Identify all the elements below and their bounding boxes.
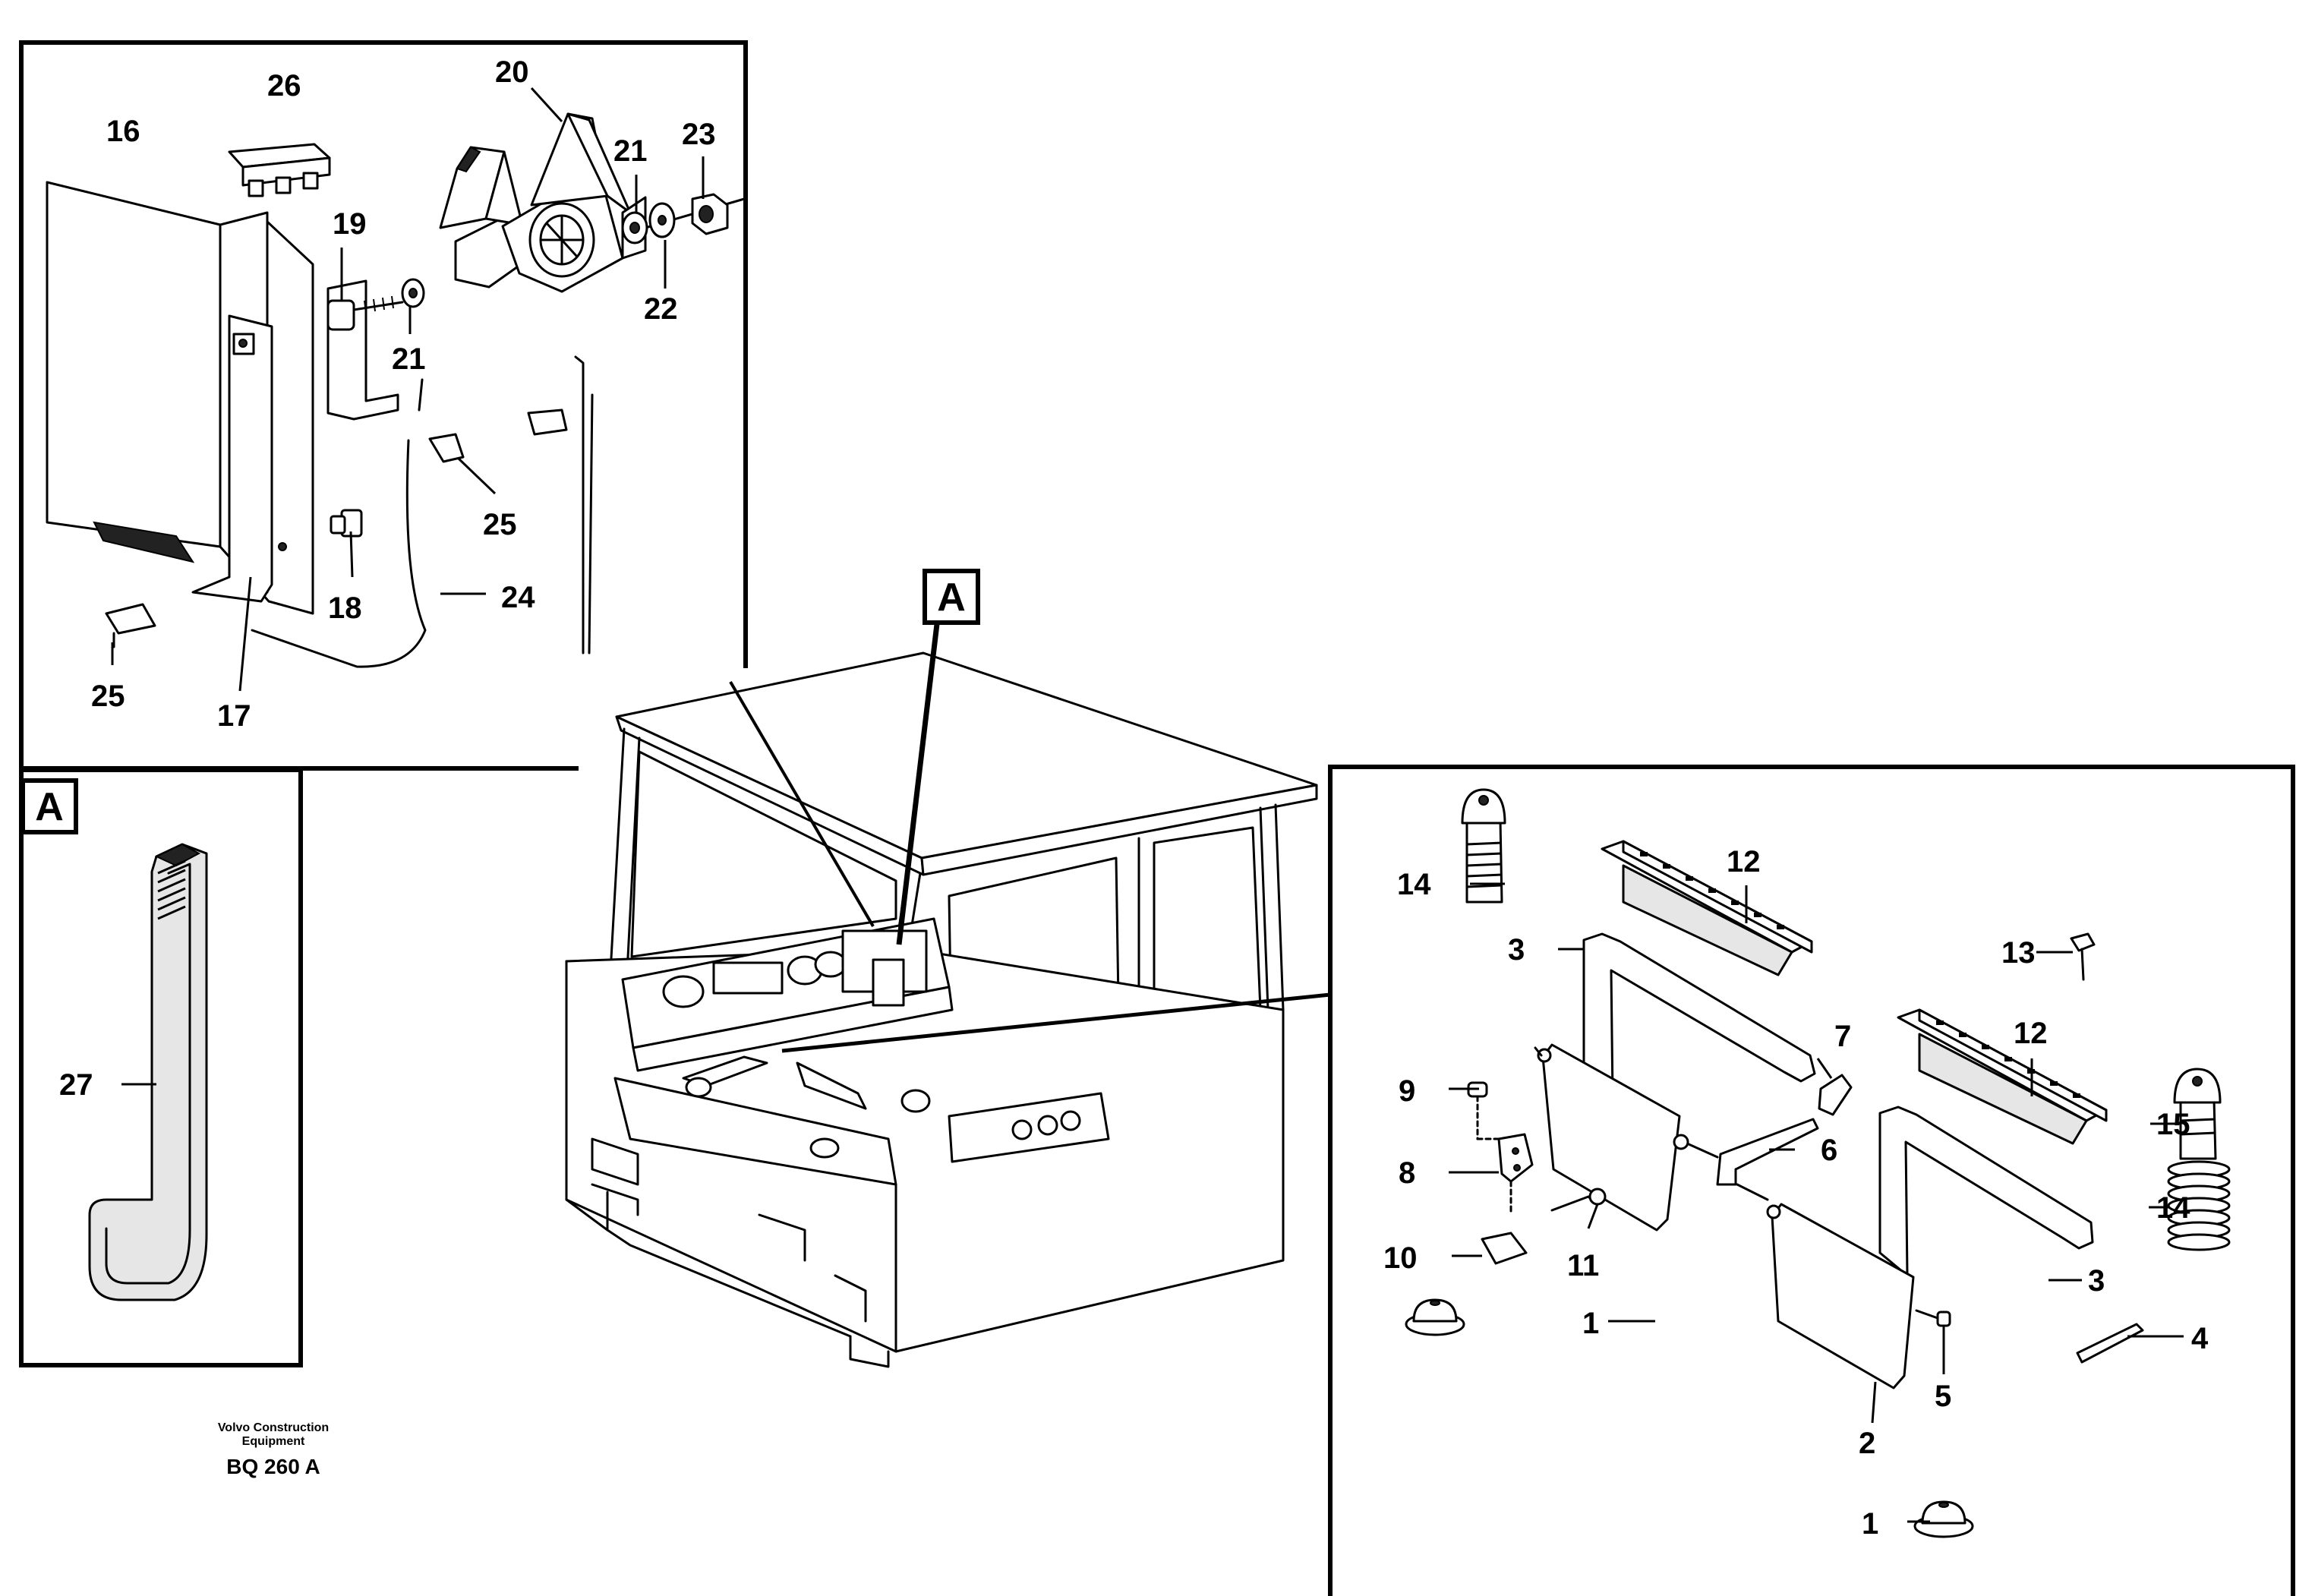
callout-25-left: 25 [91,680,125,713]
callout-7: 7 [1834,1020,1851,1053]
knob-7-drawing [1818,1074,1853,1116]
callout-3-left: 3 [1508,933,1525,967]
callout-2: 2 [1859,1427,1875,1460]
callout-12-left: 12 [1727,845,1761,878]
callout-22: 22 [644,292,678,326]
knob-15-drawing [2173,1068,2222,1160]
callout-4: 4 [2191,1322,2209,1355]
clip-10-drawing [1481,1232,1528,1265]
view-marker-inset-letter: A [35,785,64,829]
callout-16: 16 [106,115,140,148]
washer-22-drawing [648,202,676,238]
credit-line-2: Equipment [241,1435,305,1448]
credit-line-1: Volvo Construction [217,1421,330,1434]
vent-12-left-drawing [1601,840,1813,976]
callout-8: 8 [1399,1156,1415,1190]
callout-17: 17 [217,699,251,733]
strip-4-drawing [2076,1323,2144,1364]
callout-12-right: 12 [2014,1017,2048,1050]
panel-frames [19,40,2295,1596]
callout-13: 13 [2001,936,2036,970]
bracket-19-drawing [326,279,404,421]
grab-handle-drawing [88,843,208,1301]
screw-5-drawing [1915,1309,1951,1327]
callout-3-right: 3 [2088,1264,2105,1298]
vent-12-right-drawing [1897,1008,2108,1145]
wire-24-drawing [251,355,594,668]
callout-1-upper: 1 [1582,1307,1599,1340]
callout-leaders [111,87,2184,1523]
washer-21-right-drawing [621,211,648,244]
callout-numbers: 16 26 20 21 23 19 22 21 25 24 18 25 17 2… [59,55,2209,1541]
screw-9-drawing [1467,1081,1488,1140]
lever-6-drawing [1673,1118,1819,1201]
clip-25-drawing [105,408,568,648]
callout-25-right: 25 [483,508,517,541]
callout-1-lower: 1 [1862,1507,1878,1541]
view-marker-inset: A [21,778,78,834]
callout-26: 26 [267,69,301,103]
washer-21-left-drawing [401,278,425,308]
mirror-bracket-drawing [439,112,746,293]
callout-27: 27 [59,1068,93,1102]
screw-13-drawing [2070,932,2096,981]
callout-21-right: 21 [613,134,648,168]
callout-23: 23 [682,118,716,151]
callout-24: 24 [501,581,535,614]
callout-9: 9 [1399,1074,1415,1108]
view-marker-cab: A [923,569,980,625]
callout-15: 15 [2156,1108,2190,1141]
callout-14-left: 14 [1397,868,1431,901]
callout-18: 18 [328,591,362,625]
knob-14-left-drawing [1461,788,1506,904]
hinge-8-drawing [1476,1133,1534,1216]
callout-20: 20 [495,55,529,89]
view-leader-lines [729,623,1331,1053]
callout-11: 11 [1567,1249,1599,1282]
manufacturer-credit: Volvo Construction Equipment BQ 260 A [190,1421,357,1479]
view-marker-cab-letter: A [937,576,966,620]
bracket-17-drawing [191,314,287,603]
bolt-18-drawing [330,509,363,538]
cab-drawing [565,651,1318,1368]
flap-2-drawing [1766,1203,1915,1389]
flap-top-drawing [1534,1043,1681,1232]
button-1-upper-drawing [1405,1298,1465,1336]
button-1-lower-drawing [1913,1500,1974,1538]
nut-23-drawing [691,193,729,235]
callout-14-right: 14 [2156,1191,2190,1225]
callout-5: 5 [1935,1380,1951,1413]
spring-14-right-drawing [2167,1160,2231,1251]
callout-6: 6 [1821,1134,1837,1167]
callout-21-left: 21 [392,342,426,376]
diagram-code: BQ 260 A [226,1455,320,1478]
cap-26-drawing [228,143,331,197]
callout-10: 10 [1383,1241,1418,1275]
callout-19: 19 [333,207,367,241]
